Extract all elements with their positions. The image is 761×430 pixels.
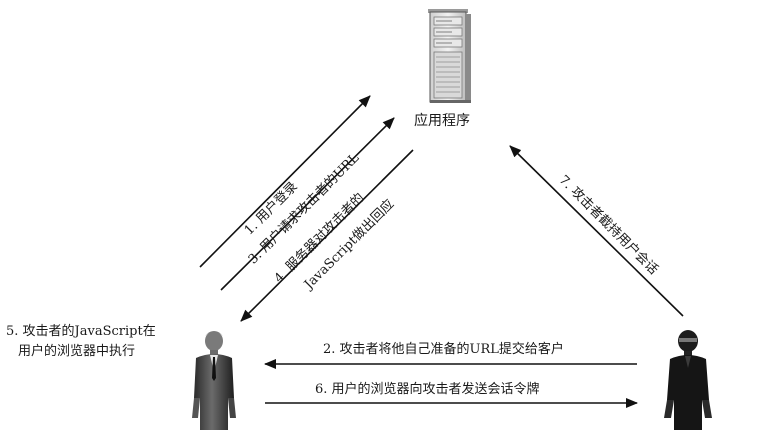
user-icon xyxy=(192,331,236,430)
server-label: 应用程序 xyxy=(414,113,470,129)
attacker-icon xyxy=(664,330,712,430)
server-icon xyxy=(428,9,471,103)
victim-label: 5. 攻击者的JavaScript在 用户的浏览器中执行 xyxy=(6,322,176,362)
victim-label-line-2: 用户的浏览器中执行 xyxy=(18,344,136,359)
step1-arrow xyxy=(199,95,371,268)
step4-arrow xyxy=(240,149,414,322)
step3-arrow xyxy=(220,117,395,291)
step7-arrow xyxy=(509,145,684,317)
step6-label: 6. 用户的浏览器向攻击者发送会话令牌 xyxy=(315,382,540,397)
victim-label-line-1: 5. 攻击者的JavaScript在 xyxy=(6,324,156,339)
step2-label: 2. 攻击者将他自己准备的URL提交给客户 xyxy=(323,342,564,357)
